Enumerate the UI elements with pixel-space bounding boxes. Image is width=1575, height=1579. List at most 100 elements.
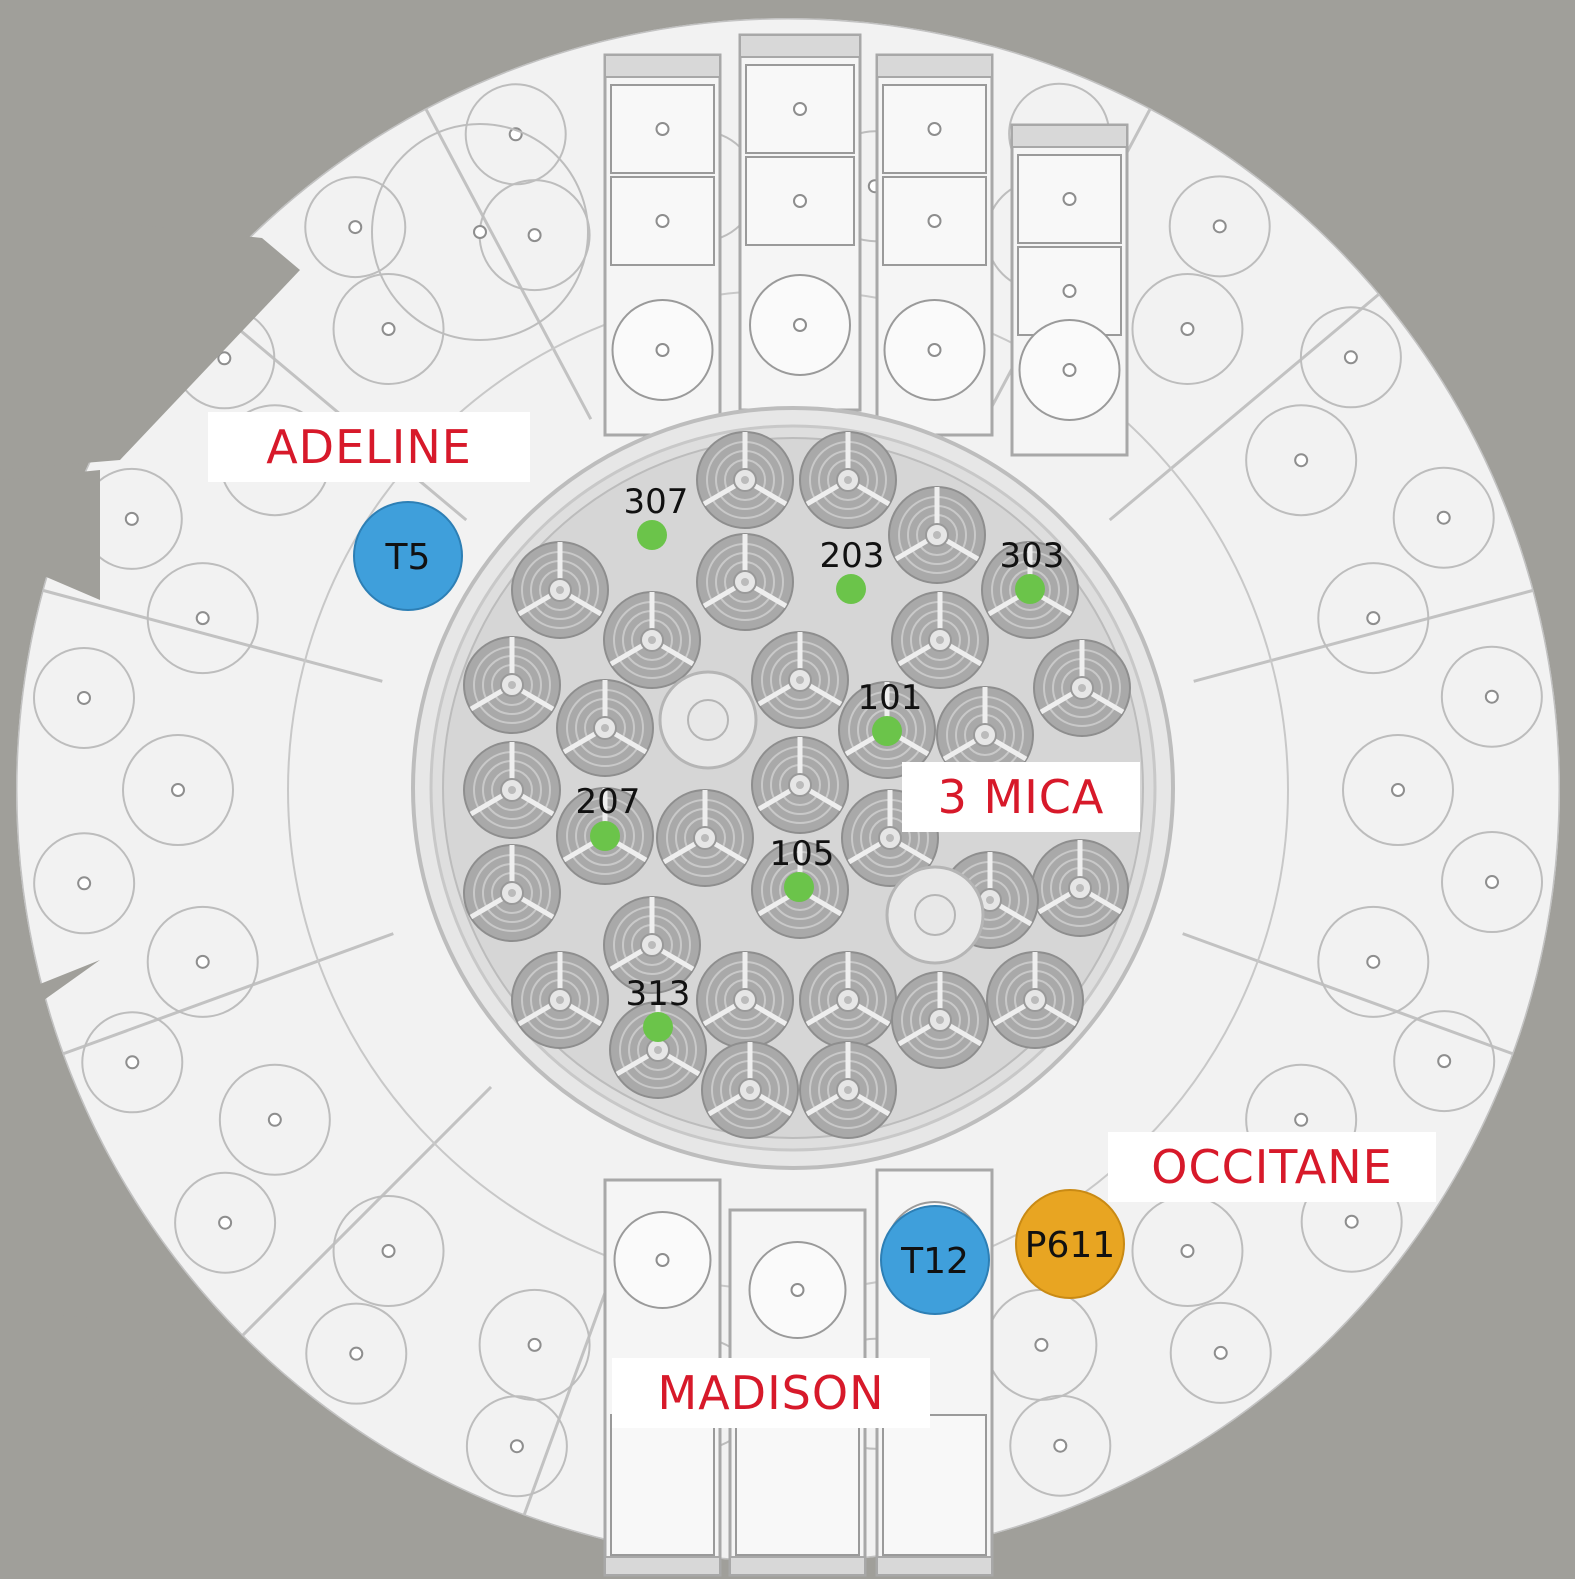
experiment-hole <box>1245 404 1358 517</box>
cell-center <box>927 214 942 228</box>
experiment-hole <box>1168 175 1271 278</box>
t5-marker[interactable] <box>353 501 463 611</box>
hole-center <box>1366 611 1381 626</box>
experiment-hole <box>1393 1010 1496 1113</box>
sector-divider <box>235 1085 493 1343</box>
channel-cell <box>610 1414 715 1556</box>
fuel-element <box>889 487 985 583</box>
central-holes <box>658 670 985 965</box>
hole-center <box>381 321 396 336</box>
hole-center <box>509 1439 524 1454</box>
fuel-element <box>464 845 560 941</box>
hole-center <box>195 611 210 626</box>
hole-center <box>1436 510 1451 525</box>
fuel-element <box>892 972 988 1068</box>
fuel-element <box>752 737 848 833</box>
fuel-element <box>892 592 988 688</box>
position-105-label: 105 <box>770 834 835 874</box>
fuel-element <box>987 952 1083 1048</box>
core-positions: 307 203 303 101 207 105 313 <box>576 482 1064 1042</box>
cell-center <box>655 1253 670 1267</box>
cell-center <box>927 122 942 136</box>
position-101-dot[interactable] <box>872 716 902 746</box>
fuel-element <box>800 952 896 1048</box>
channel-cap <box>876 1556 993 1576</box>
hole-center <box>1391 783 1405 797</box>
position-207-label: 207 <box>576 782 641 822</box>
fuel-element <box>657 790 753 886</box>
position-207-dot[interactable] <box>590 821 620 851</box>
position-303-dot[interactable] <box>1015 574 1045 604</box>
notches <box>0 210 300 1430</box>
region-label-adeline: ADELINE <box>208 412 530 482</box>
t5-label: T5 <box>385 537 431 578</box>
hole-center <box>1484 689 1499 704</box>
hole-center <box>1212 219 1227 234</box>
hole-center <box>267 1112 282 1127</box>
hole-center <box>1294 1112 1309 1127</box>
experiment-hole <box>146 562 259 675</box>
experiment-hole <box>122 734 234 846</box>
hole-center <box>1213 1345 1228 1360</box>
cell-center <box>793 318 807 332</box>
hole-center <box>349 1346 364 1361</box>
hole-center <box>1366 954 1381 969</box>
hole-center <box>348 220 363 235</box>
position-313-label: 313 <box>626 974 691 1014</box>
region-label-mica: 3 MICA <box>902 762 1140 832</box>
hole-center <box>1294 453 1309 468</box>
experiment-hole <box>1317 905 1430 1018</box>
hole-center <box>76 690 91 705</box>
hole-center <box>77 876 92 891</box>
fuel-element <box>1032 840 1128 936</box>
cell-center <box>1062 284 1077 298</box>
hole-center <box>1485 875 1500 890</box>
cell-center <box>927 343 942 357</box>
hole-center <box>1180 1244 1195 1259</box>
fuel-element <box>800 1042 896 1138</box>
fuel-element <box>697 534 793 630</box>
channel-cap <box>739 34 861 58</box>
cell-center <box>655 343 670 357</box>
hole-center <box>1437 1054 1452 1069</box>
fuel-element <box>557 680 653 776</box>
channel-cell <box>735 1414 860 1556</box>
hole-center <box>1344 1214 1359 1229</box>
cell-center <box>655 122 670 136</box>
experiment-hole <box>1169 1301 1272 1404</box>
channel-cap <box>876 54 993 78</box>
position-313-dot[interactable] <box>643 1012 673 1042</box>
hole-center <box>381 1244 396 1259</box>
hole-center <box>171 783 185 797</box>
experiment-hole <box>32 646 135 749</box>
hole-center <box>218 1215 233 1230</box>
fuel-element <box>697 432 793 528</box>
p611-marker[interactable] <box>1015 1189 1125 1299</box>
region-label-occitane: OCCITANE <box>1108 1132 1436 1202</box>
top-channels <box>603 33 1129 457</box>
channel-cap <box>729 1556 866 1576</box>
position-105-dot[interactable] <box>784 872 814 902</box>
cell-center <box>1062 363 1077 377</box>
hole-center <box>124 511 139 526</box>
position-307-dot[interactable] <box>637 520 667 550</box>
experiment-hole <box>332 1195 445 1308</box>
position-203-dot[interactable] <box>836 574 866 604</box>
experiment-hole <box>81 1011 184 1114</box>
cell-center <box>1062 192 1077 206</box>
fuel-element <box>1034 640 1130 736</box>
experiment-hole <box>1299 306 1402 409</box>
t12-marker[interactable] <box>880 1205 990 1315</box>
sector-divider <box>34 586 383 683</box>
sector-divider <box>1193 586 1542 683</box>
experiment-hole <box>332 272 445 385</box>
hole-center <box>125 1055 140 1070</box>
cell-center <box>790 1283 805 1297</box>
experiment-hole <box>304 176 407 279</box>
sector-divider <box>420 100 593 420</box>
experiment-hole <box>465 1395 568 1498</box>
position-101-label: 101 <box>858 678 923 718</box>
markers: T5 T12 P611 <box>353 501 1125 1315</box>
t12-label: T12 <box>900 1241 969 1282</box>
